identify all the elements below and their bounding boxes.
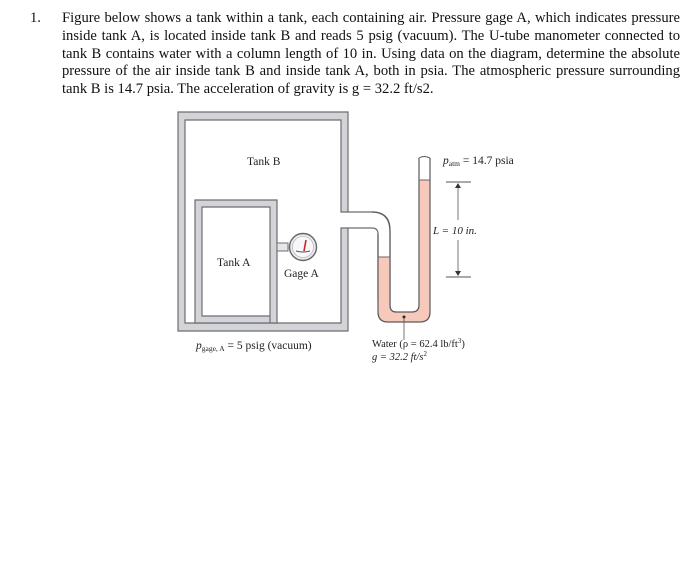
- problem-text: Figure below shows a tank within a tank,…: [62, 10, 680, 98]
- gage-a-label: Gage A: [284, 268, 320, 280]
- u-tube-manometer: [371, 156, 431, 323]
- tank-b-label: Tank B: [247, 156, 281, 168]
- problem-number: 1.: [30, 10, 41, 26]
- tank-a: [194, 199, 278, 324]
- water-leader: [402, 315, 406, 340]
- gravity-label: g = 32.2 ft/s2: [372, 350, 427, 363]
- tank-a-label: Tank A: [217, 257, 251, 269]
- gage-a-icon: [288, 232, 318, 262]
- gage-connector: [276, 242, 289, 252]
- length-dimension: [446, 181, 471, 278]
- water-label: Water (ρ = 62.4 lb/ft3): [372, 337, 465, 350]
- pgage-label: pgage, A = 5 psig (vacuum): [195, 340, 312, 353]
- length-label: L = 10 in.: [432, 225, 477, 237]
- tank-b: [177, 111, 349, 332]
- problem-statement: 1. Figure below shows a tank within a ta…: [30, 10, 680, 99]
- patm-label: patm = 14.7 psia: [442, 155, 514, 168]
